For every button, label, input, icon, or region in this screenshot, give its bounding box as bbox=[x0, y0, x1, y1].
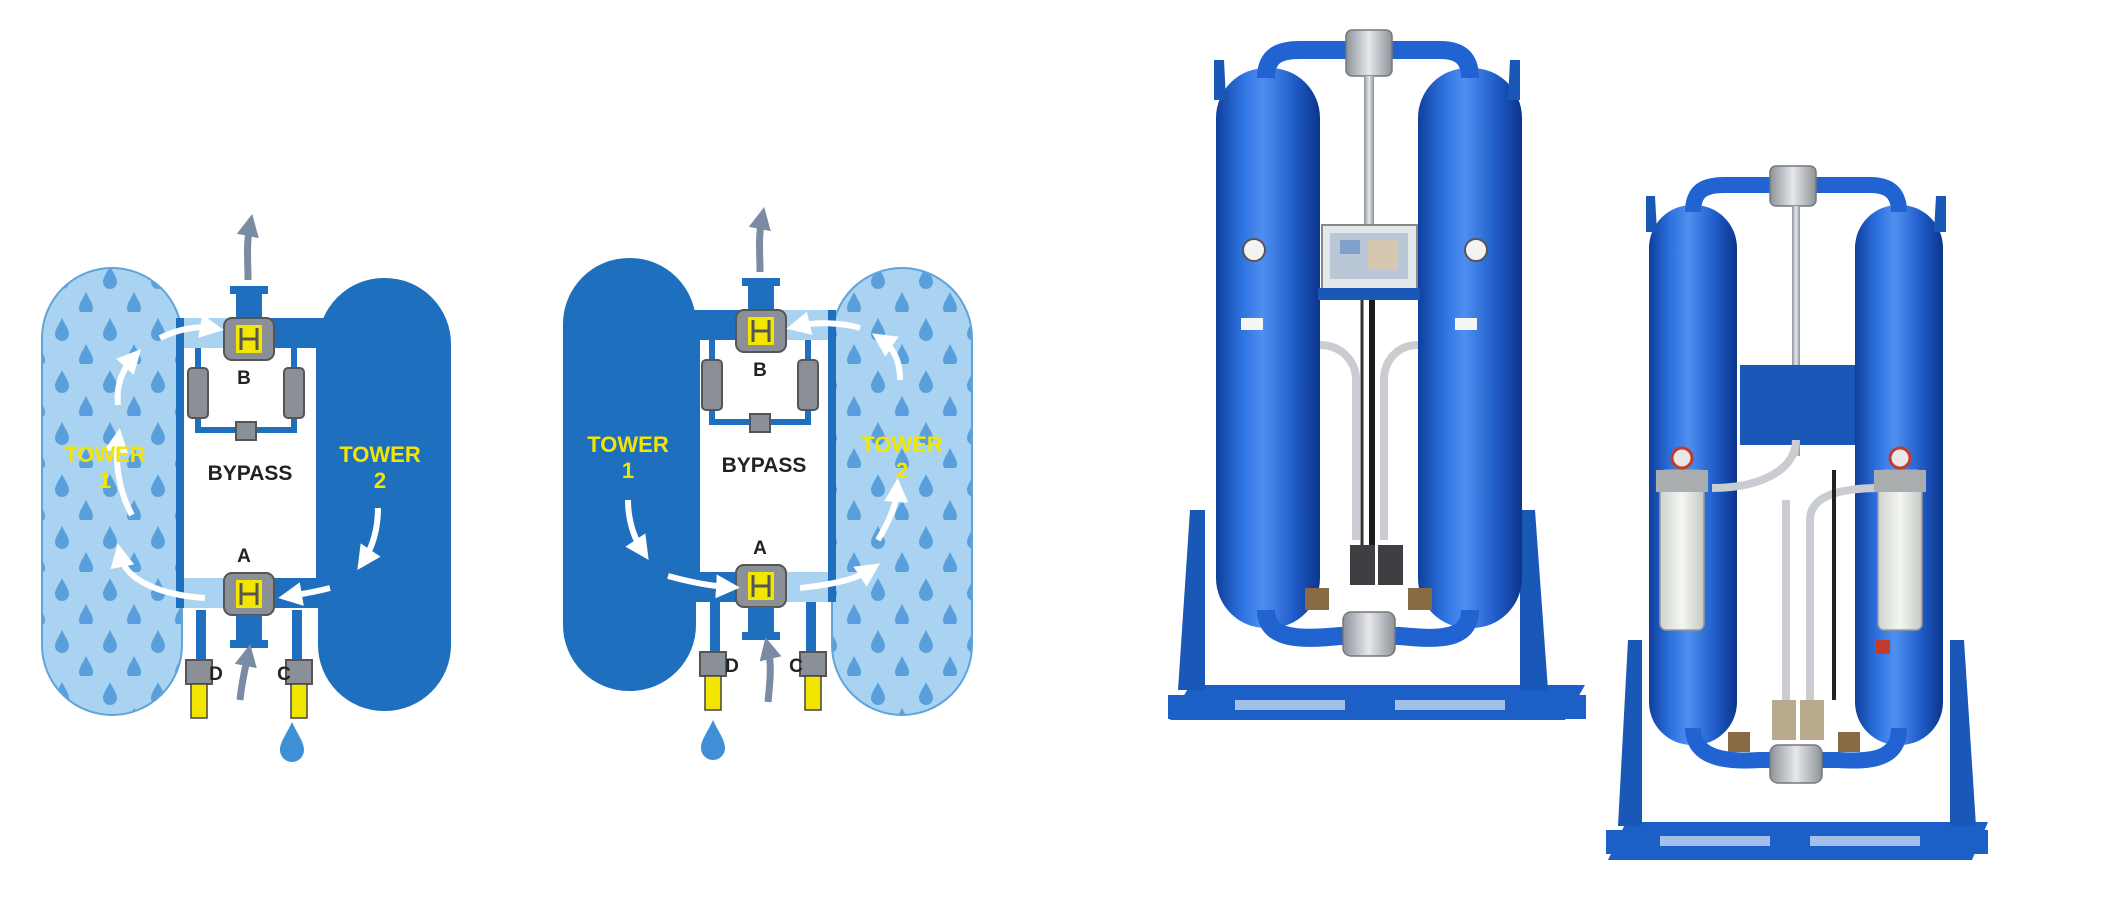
left-tank bbox=[1216, 68, 1320, 628]
valve-b bbox=[223, 317, 275, 361]
pressure-gauge-icon bbox=[1242, 238, 1266, 262]
valve-b-label: B bbox=[237, 368, 251, 389]
valve-a bbox=[223, 572, 275, 616]
tower-2-label: TOWER bbox=[861, 432, 943, 457]
valve-d bbox=[185, 659, 213, 685]
water-drop-icon bbox=[280, 722, 304, 762]
flow-arrow-icon bbox=[110, 543, 206, 601]
outlet-arrow-icon bbox=[236, 214, 259, 281]
flow-arrow-icon bbox=[104, 428, 135, 517]
tower-1-number: 1 bbox=[622, 458, 634, 483]
tower-1-label: TOWER bbox=[64, 442, 146, 467]
pressure-gauge-icon bbox=[1464, 238, 1488, 262]
tower-1-label: TOWER bbox=[587, 432, 669, 457]
flow-arrow-icon bbox=[872, 333, 903, 381]
tower-2-number: 2 bbox=[896, 458, 908, 483]
valve-d bbox=[699, 651, 727, 677]
right-tank bbox=[1418, 68, 1522, 628]
outlet-arrow-icon bbox=[748, 207, 771, 273]
flow-arrow-icon bbox=[786, 311, 861, 335]
valve-d-label: D bbox=[725, 656, 739, 677]
flow-arrow-icon bbox=[114, 349, 142, 406]
valve-a bbox=[735, 564, 787, 608]
valve-b bbox=[735, 309, 787, 353]
flow-arrow-icon bbox=[667, 573, 740, 599]
valve-c-label: C bbox=[789, 656, 803, 677]
bypass-label: BYPASS bbox=[722, 454, 807, 477]
tower-2-number: 2 bbox=[374, 468, 386, 493]
valve-d-label: D bbox=[209, 664, 223, 685]
flow-arrow-icon bbox=[357, 507, 381, 570]
flow-arrow-icon bbox=[278, 582, 331, 606]
water-drop-icon bbox=[701, 720, 725, 760]
valve-c bbox=[799, 651, 827, 677]
pressure-gauge-icon bbox=[1670, 446, 1694, 470]
flow-arrow-icon bbox=[158, 314, 224, 341]
product-photo-dryer-with-filters bbox=[1606, 165, 1988, 860]
left-filter bbox=[1659, 469, 1705, 631]
valve-b-label: B bbox=[753, 360, 767, 381]
flow-diagram-left: TOWER 1 TOWER 2 BYPASS B A D C bbox=[41, 214, 451, 762]
inlet-arrow-icon bbox=[234, 644, 257, 701]
tower-1-vessel bbox=[563, 258, 696, 691]
tower-2-vessel bbox=[318, 278, 451, 711]
valve-a-label: A bbox=[753, 538, 767, 559]
pressure-gauge-icon bbox=[1888, 446, 1912, 470]
product-photo-large-dryer bbox=[1168, 29, 1586, 720]
flow-arrow-icon bbox=[799, 563, 880, 591]
inlet-arrow-icon bbox=[759, 637, 782, 703]
tower-1-number: 1 bbox=[99, 468, 111, 493]
tower-2-label: TOWER bbox=[339, 442, 421, 467]
valve-c bbox=[285, 659, 313, 685]
valve-c-label: C bbox=[277, 664, 291, 685]
right-filter bbox=[1877, 469, 1923, 631]
tower-2-vessel bbox=[831, 267, 973, 716]
valve-a-label: A bbox=[237, 546, 251, 567]
flow-diagram-right: TOWER 1 TOWER 2 BYPASS B A D C bbox=[563, 207, 973, 760]
flow-arrow-icon bbox=[875, 478, 909, 542]
flow-arrow-icon bbox=[625, 499, 649, 560]
bypass-label: BYPASS bbox=[208, 462, 293, 485]
